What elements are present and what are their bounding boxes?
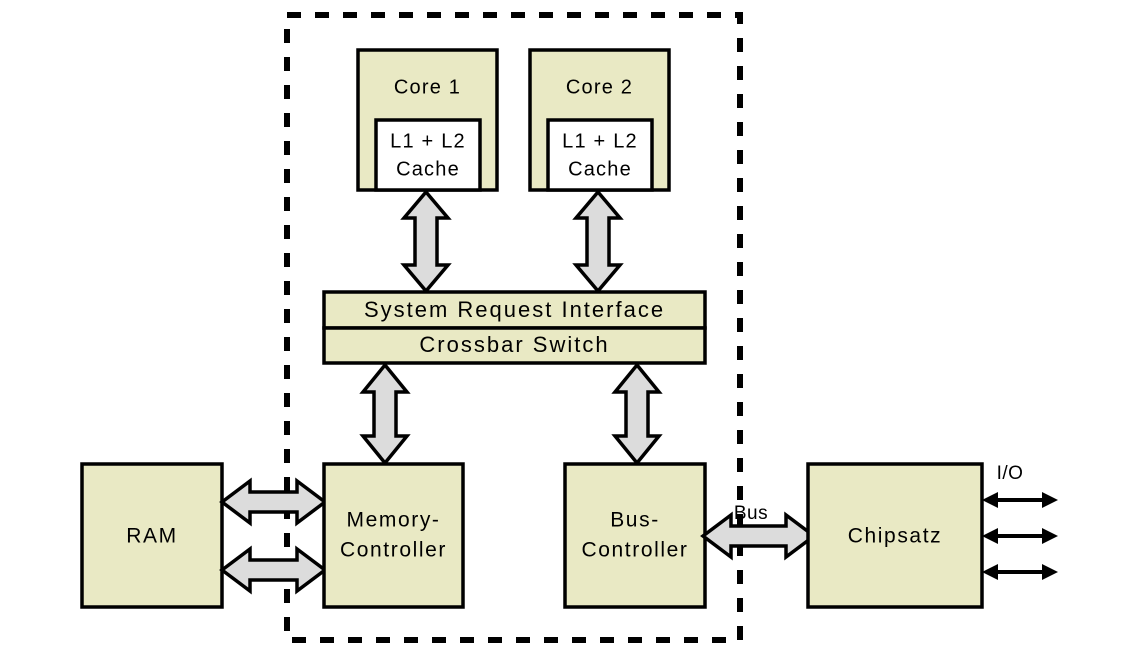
io-arrow-3 [982,564,1058,580]
arrow-ram-to-memory-controller-lower [219,545,328,595]
core-1-label: Core 1 [394,76,461,98]
crossbar-switch-box[interactable] [322,326,707,365]
arrow-ram-to-memory-controller-upper [219,477,328,527]
system-request-interface-label: System Request Interface [364,297,665,322]
core-1-cache-label-line1: L1 + L2 [390,130,466,152]
bus-edge-label: Bus [734,503,768,524]
chipset-box[interactable] [806,462,984,609]
core-2-label: Core 2 [566,76,633,98]
memory-controller-label-line1: Memory- [346,509,440,532]
io-arrow-1 [982,492,1058,508]
bus-controller-box[interactable] [563,462,707,609]
memory-controller-label-line2: Controller [340,539,447,562]
core-1-cache-box[interactable] [374,118,482,192]
cpu-die-boundary [284,12,743,643]
arrow-core-2-to-sri [572,189,624,294]
core-2-cache-label-line1: L1 + L2 [562,130,638,152]
memory-controller-box[interactable] [322,462,465,609]
system-request-interface-box[interactable] [322,290,707,330]
core-1-cache-label-line2: Cache [396,158,460,180]
ram-label: RAM [126,525,177,548]
io-arrow-2 [982,528,1058,544]
ram-box[interactable] [80,462,224,609]
core-2-cache-box[interactable] [546,118,654,192]
chipset-label: Chipsatz [848,525,943,548]
arrow-crossbar-to-bus-controller [611,362,663,466]
arrow-crossbar-to-memory-controller [359,362,411,466]
core-2-cache-label-line2: Cache [568,158,632,180]
bus-controller-label-line1: Bus- [610,509,660,532]
bus-controller-label-line2: Controller [581,539,688,562]
crossbar-switch-label: Crossbar Switch [419,332,609,357]
arrow-core-1-to-sri [400,189,452,294]
io-edge-label: I/O [997,463,1024,484]
